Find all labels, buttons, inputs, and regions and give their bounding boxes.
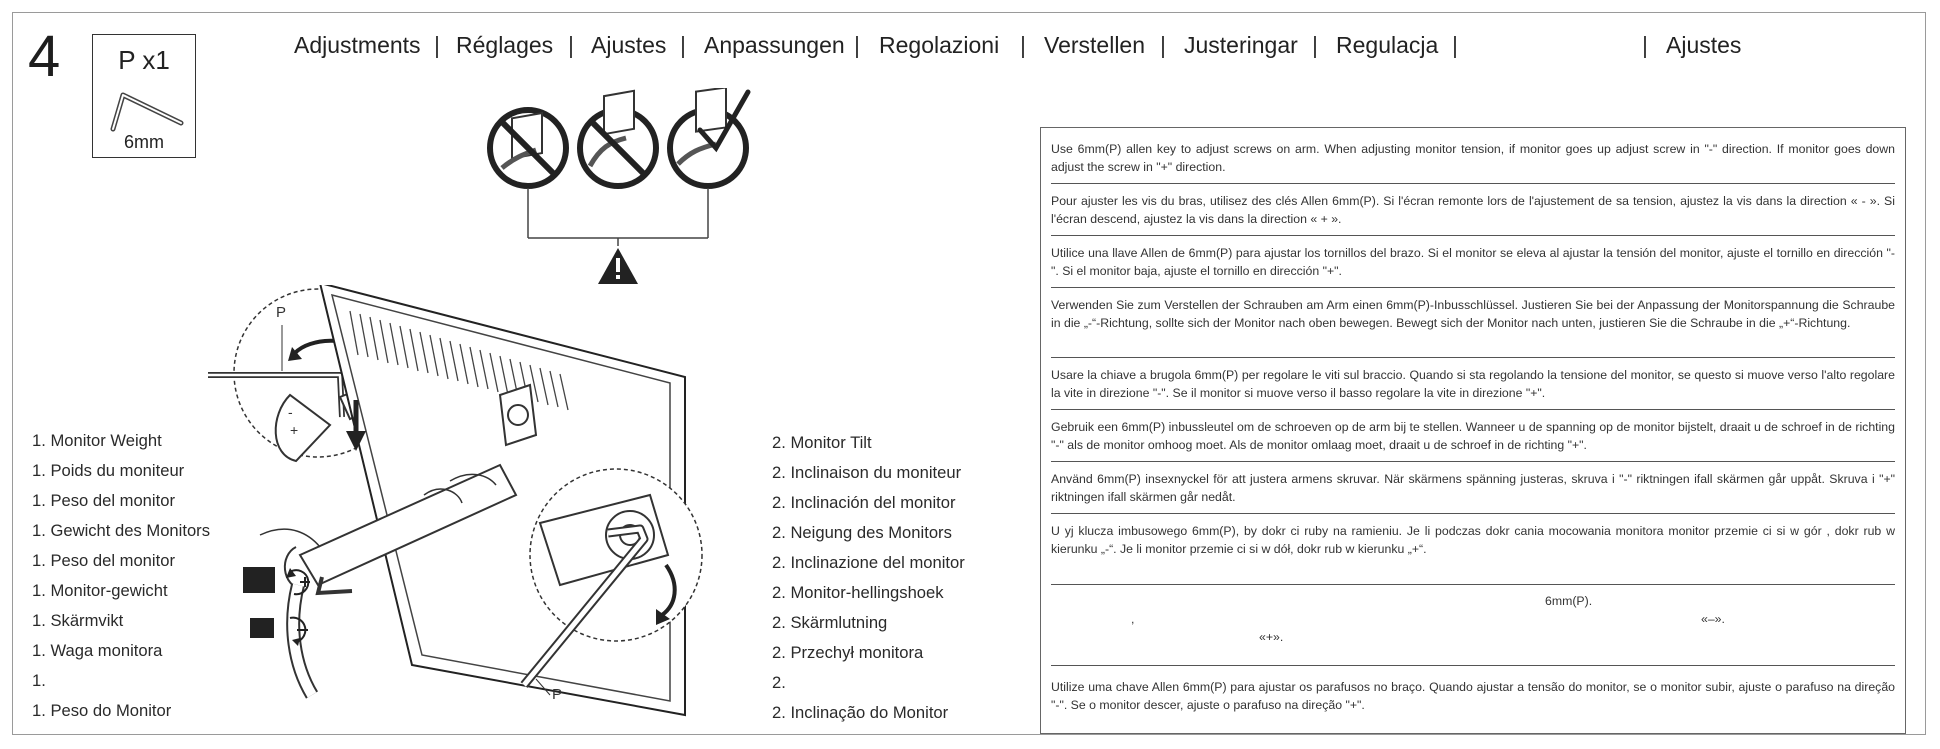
list-item: 2. Inclinazione del monitor bbox=[772, 553, 965, 572]
instruction-pt: Utilize uma chave Allen 6mm(P) para ajus… bbox=[1051, 680, 1895, 712]
instructions-box: Use 6mm(P) allen key to adjust screws on… bbox=[1040, 127, 1906, 734]
prohibited-position-high bbox=[577, 89, 659, 189]
label-p-bottom: P bbox=[552, 686, 562, 703]
header-separator: | bbox=[1020, 32, 1026, 58]
svg-text:-: - bbox=[288, 404, 293, 420]
list-item: 2. Inclinación del monitor bbox=[772, 493, 956, 512]
list-item: 2. Inclinaison du moniteur bbox=[772, 463, 962, 482]
instruction-nl: Gebruik een 6mm(P) inbussleutel om de sc… bbox=[1051, 420, 1895, 452]
svg-text:+: + bbox=[290, 422, 298, 438]
list-item: 2. Przechył monitora bbox=[772, 643, 924, 662]
tool-size: 6mm bbox=[124, 132, 164, 152]
instruction-pl: U yj klucza imbusowego 6mm(P), by dokr c… bbox=[1051, 524, 1895, 556]
warning-triangle-icon bbox=[598, 248, 638, 284]
divider bbox=[1051, 665, 1895, 666]
instruction-fr: Pour ajuster les vis du bras, utilisez d… bbox=[1051, 194, 1895, 226]
header-separator: | bbox=[568, 32, 574, 58]
list-item: 2. Monitor Tilt bbox=[772, 433, 872, 452]
monitor-tilt-list: 2. Monitor Tilt 2. Inclinaison du monite… bbox=[772, 428, 965, 728]
list-item: 2. Skärmlutning bbox=[772, 613, 888, 632]
list-item: 2. bbox=[772, 673, 786, 692]
list-item: 1. Monitor-gewicht bbox=[32, 581, 168, 600]
list-item: 1. Peso do Monitor bbox=[32, 701, 172, 720]
divider bbox=[1051, 584, 1895, 585]
header-item-pl: Regulacja bbox=[1336, 32, 1439, 58]
list-item: 2. Neigung des Monitors bbox=[772, 523, 952, 542]
monitor-position-diagram bbox=[487, 88, 751, 284]
header-item-es: Ajustes bbox=[591, 32, 667, 58]
instruction-it: Usare la chiave a brugola 6mm(P) per reg… bbox=[1051, 368, 1895, 400]
instruction-de: Verwenden Sie zum Verstellen der Schraub… bbox=[1051, 298, 1895, 330]
divider bbox=[1051, 287, 1895, 288]
arm-adjustment-illustration: + - P P bbox=[208, 285, 703, 717]
header-item-nl: Verstellen bbox=[1044, 32, 1146, 58]
header-separator: | bbox=[1642, 32, 1648, 58]
check-mark-icon bbox=[697, 89, 751, 153]
header-separator: | bbox=[1160, 32, 1166, 58]
list-item: 1. Skärmvikt bbox=[32, 611, 124, 630]
tension-indicators bbox=[243, 567, 310, 646]
list-item: 2. Monitor-hellingshoek bbox=[772, 583, 944, 602]
divider bbox=[1051, 183, 1895, 184]
header-item-fr: Réglages bbox=[456, 32, 554, 58]
instruction-es: Utilice una llave Allen de 6mm(P) para a… bbox=[1051, 246, 1895, 278]
allen-key-icon bbox=[110, 92, 184, 132]
instruction-sv: Använd 6mm(P) insexnyckel för att juster… bbox=[1051, 472, 1895, 504]
label-p-top: P bbox=[276, 304, 286, 321]
header-item-sv: Justeringar bbox=[1184, 32, 1298, 58]
minus-rotate-icon bbox=[289, 616, 308, 646]
list-item: 1. Peso del monitor bbox=[32, 551, 175, 570]
divider bbox=[1051, 357, 1895, 358]
plus-rotate-icon bbox=[286, 568, 310, 596]
list-item: 1. Gewicht des Monitors bbox=[32, 521, 210, 540]
list-item: 2. Inclinação do Monitor bbox=[772, 703, 949, 722]
header-separator: | bbox=[1312, 32, 1318, 58]
page-frame bbox=[12, 12, 1926, 735]
list-item: 1. Waga monitora bbox=[32, 641, 163, 660]
step-number: 4 bbox=[28, 24, 61, 89]
header-separator: | bbox=[434, 32, 440, 58]
header-item-de: Anpassungen bbox=[704, 32, 845, 58]
header-separator: | bbox=[854, 32, 860, 58]
prohibited-position-low bbox=[487, 107, 569, 189]
header-separator: | bbox=[1452, 32, 1458, 58]
monitor-weight-list: 1. Monitor Weight 1. Poids du moniteur 1… bbox=[32, 426, 210, 726]
instruction-unknown: 6mm(P). , «–». «+». bbox=[1131, 594, 1725, 644]
language-header: Adjustments | Réglages | Ajustes | Anpas… bbox=[294, 32, 1794, 64]
tool-box: P x1 6mm bbox=[92, 34, 196, 158]
header-separator: | bbox=[680, 32, 686, 58]
divider bbox=[1051, 513, 1895, 514]
header-item-pt: Ajustes bbox=[1666, 32, 1742, 58]
correct-position bbox=[667, 88, 751, 189]
divider bbox=[1051, 409, 1895, 410]
list-item: 1. Peso del monitor bbox=[32, 491, 175, 510]
header-item-it: Regolazioni bbox=[879, 32, 1000, 58]
instruction-en: Use 6mm(P) allen key to adjust screws on… bbox=[1051, 142, 1895, 174]
list-item: 1. bbox=[32, 671, 46, 690]
header-item-en: Adjustments bbox=[294, 32, 421, 58]
tool-quantity: P x1 bbox=[118, 45, 170, 75]
divider bbox=[1051, 461, 1895, 462]
list-item: 1. Poids du moniteur bbox=[32, 461, 185, 480]
list-item: 1. Monitor Weight bbox=[32, 431, 162, 450]
divider bbox=[1051, 235, 1895, 236]
